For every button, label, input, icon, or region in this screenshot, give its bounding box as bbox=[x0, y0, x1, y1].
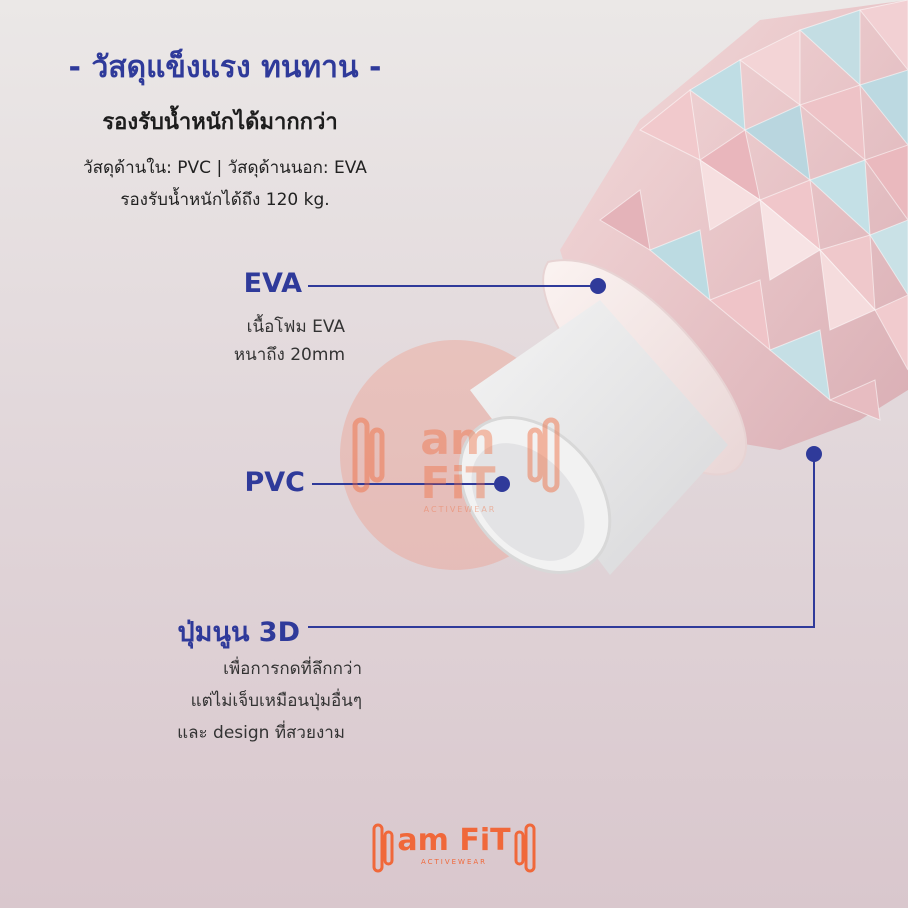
callout-lines bbox=[308, 285, 815, 628]
stud-label: ปุ่มนูน 3D bbox=[177, 617, 300, 648]
pvc-tube bbox=[458, 300, 728, 575]
watermark-tagline: ACTIVEWEAR bbox=[423, 505, 497, 514]
pvc-callout-dot bbox=[494, 476, 510, 492]
page-subtitle: รองรับน้ำหนักได้มากกว่า bbox=[102, 110, 338, 135]
capacity-line: รองรับน้ำหนักได้ถึง 120 kg. bbox=[120, 190, 330, 210]
brand-logo-text: am FiT bbox=[397, 823, 511, 858]
stud-desc-1: เพื่อการกดที่ลึกกว่า bbox=[223, 659, 362, 679]
eva-desc-1: เนื้อโฟม EVA bbox=[246, 317, 345, 337]
stud-desc-3: และ design ที่สวยงาม bbox=[177, 723, 345, 743]
brand-logo-graphic bbox=[372, 823, 536, 873]
eva-desc-2: หนาถึง 20mm bbox=[233, 345, 345, 365]
watermark-logo-text: am FiT bbox=[420, 414, 496, 509]
pvc-label: PVC bbox=[244, 467, 306, 498]
page-title: - วัสดุแข็งแรง ทนทาน - bbox=[68, 50, 382, 85]
3d-studs bbox=[599, 0, 908, 421]
brand-tagline: ACTIVEWEAR bbox=[420, 858, 488, 866]
stud-callout-dot bbox=[806, 446, 822, 462]
material-line: วัสดุด้านใน: PVC | วัสดุด้านนอก: EVA bbox=[83, 158, 367, 178]
stud-desc-2: แต่ไม่เจ็บเหมือนปุ่มอื่นๆ bbox=[190, 691, 362, 711]
eva-callout-dot bbox=[590, 278, 606, 294]
eva-label: EVA bbox=[243, 268, 302, 299]
watermark-logo bbox=[352, 417, 560, 493]
stud-callout-line bbox=[308, 455, 815, 628]
